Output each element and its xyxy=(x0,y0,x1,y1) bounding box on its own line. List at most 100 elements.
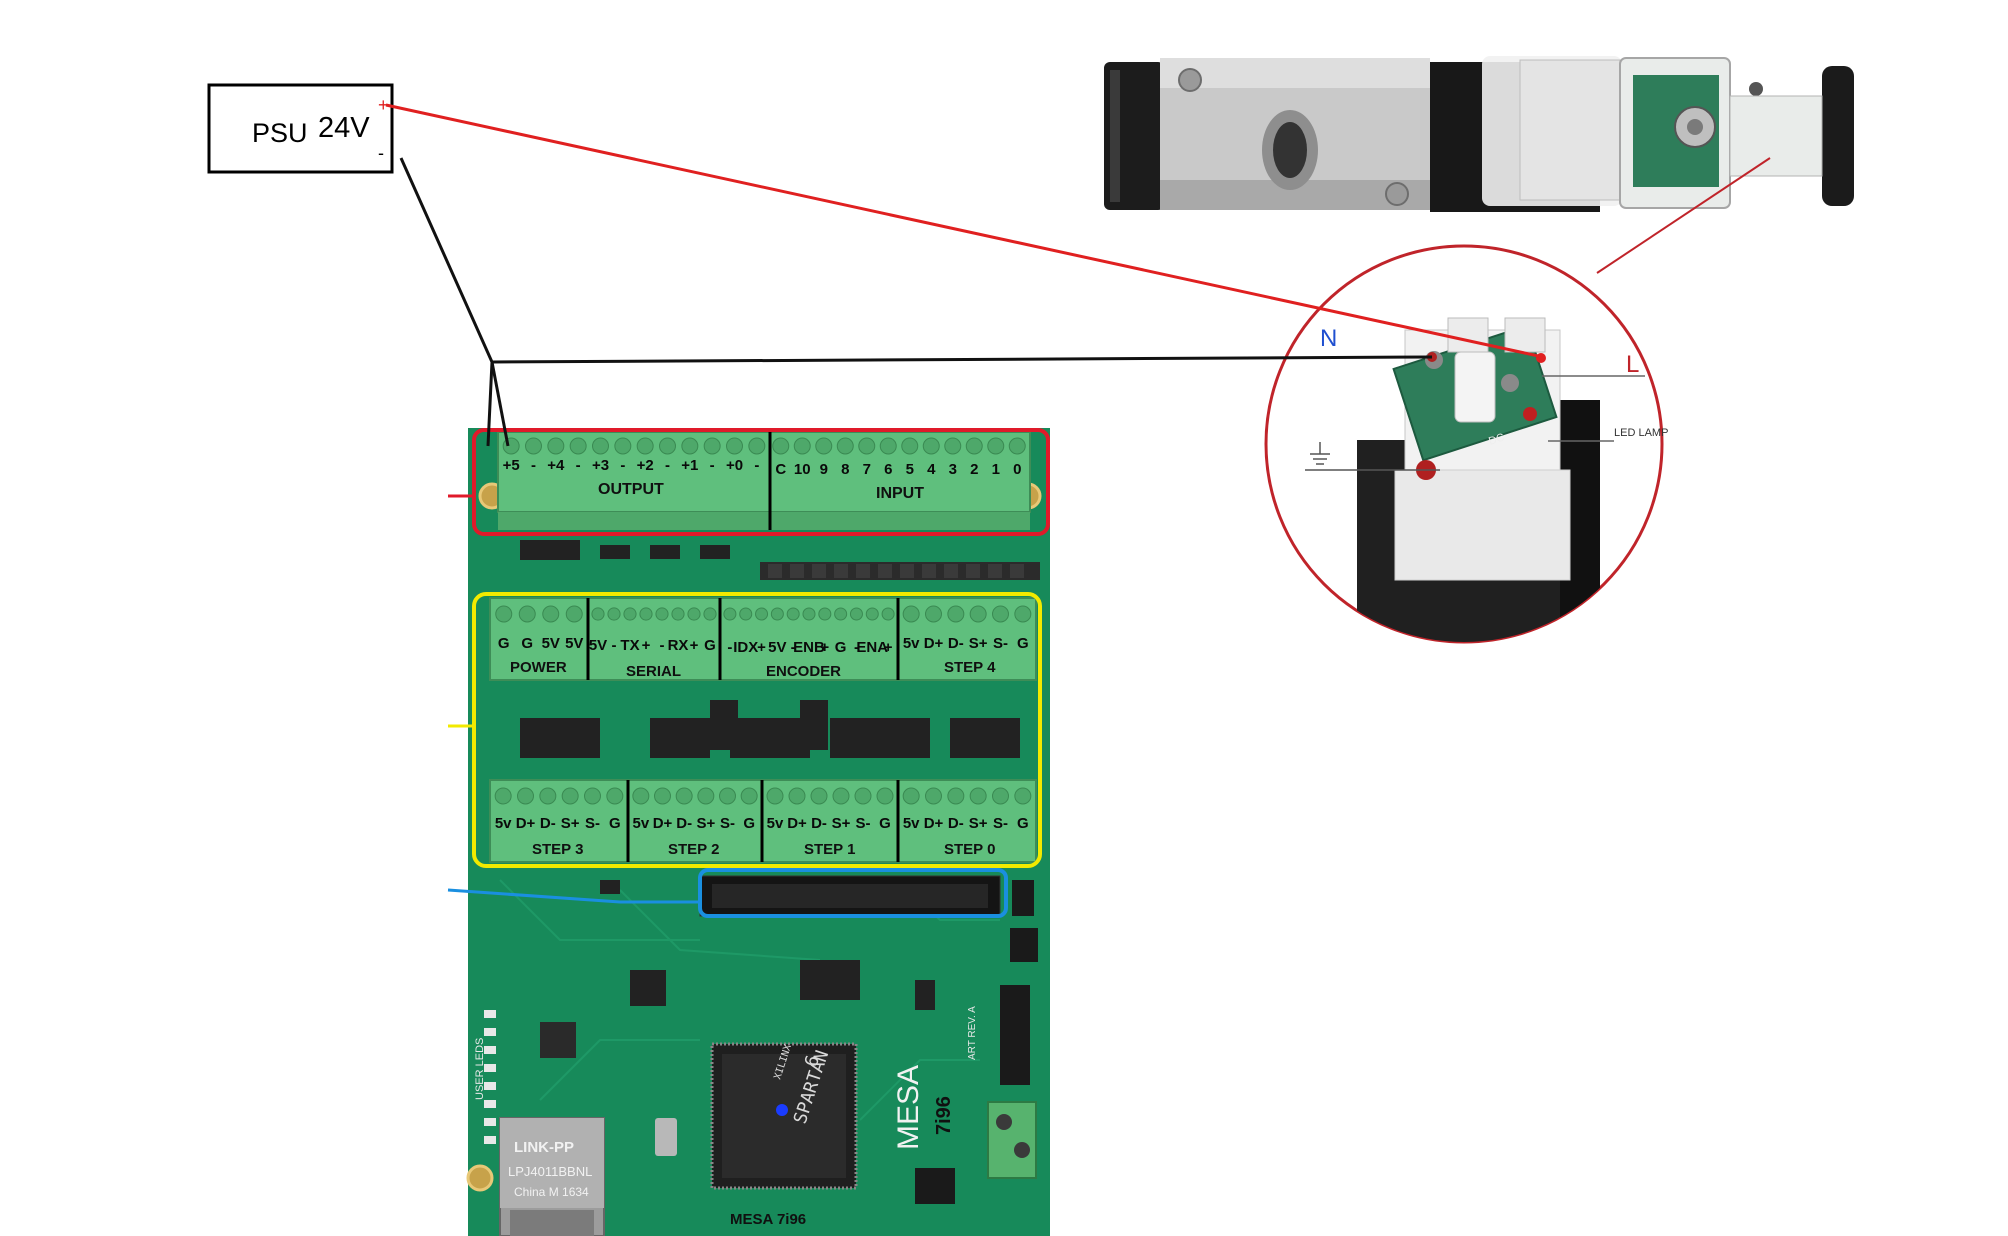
jumper-right-top[interactable] xyxy=(1010,928,1038,962)
input-pin-screw[interactable] xyxy=(858,437,876,455)
step3-header: STEP 3 xyxy=(532,841,583,858)
input-pin-screw[interactable] xyxy=(922,437,940,455)
label-neutral: N xyxy=(1320,325,1337,352)
step4-pin-screw[interactable] xyxy=(1014,605,1032,623)
power-pin-screw[interactable] xyxy=(565,605,583,623)
serial-pin-label: + xyxy=(642,637,651,654)
step1-pin-screw[interactable] xyxy=(876,787,894,805)
serial-pin-screw[interactable] xyxy=(687,607,701,621)
output-pin-screw[interactable] xyxy=(569,437,587,455)
step0-pin-screw[interactable] xyxy=(1014,787,1032,805)
step3-pin-screw[interactable] xyxy=(539,787,557,805)
step4-pin-screw[interactable] xyxy=(925,605,942,623)
power-pin-screw[interactable] xyxy=(495,605,513,623)
output-pin-screw[interactable] xyxy=(547,437,565,455)
input-pin-screw[interactable] xyxy=(836,437,854,455)
output-pin-screw[interactable] xyxy=(592,437,609,455)
output-pin-screw[interactable] xyxy=(525,437,542,455)
encoder-pin-screw[interactable] xyxy=(849,607,863,621)
step3-pin-screw[interactable] xyxy=(606,787,624,805)
serial-pin-screw[interactable] xyxy=(639,607,653,621)
output-pin-screw[interactable] xyxy=(748,437,766,455)
step3-pin-screw[interactable] xyxy=(494,787,512,805)
idc-header-connector[interactable] xyxy=(699,875,1001,917)
step1-pin-screw[interactable] xyxy=(810,787,828,805)
step1-pin-label: G xyxy=(879,815,891,832)
power-pin-screw[interactable] xyxy=(518,605,536,623)
power-pin-screw[interactable] xyxy=(542,605,560,623)
step0-pin-screw[interactable] xyxy=(992,787,1009,805)
step2-pin-screw[interactable] xyxy=(654,787,671,805)
step0-pin-screw[interactable] xyxy=(969,787,987,805)
input-pin-label: 0 xyxy=(1013,461,1021,478)
output-pin-screw[interactable] xyxy=(703,437,721,455)
input-pin-screw[interactable] xyxy=(987,437,1005,455)
encoder-pin-screw[interactable] xyxy=(818,607,832,621)
art-rev: ART REV. A xyxy=(967,1006,978,1060)
step4-pin-screw[interactable] xyxy=(969,605,987,623)
input-pin-screw[interactable] xyxy=(772,437,790,455)
step2-pin-screw[interactable] xyxy=(697,787,715,805)
psu-box: PSU 24V + - xyxy=(207,83,394,174)
encoder-pin-screw[interactable] xyxy=(802,607,816,621)
power-jack[interactable] xyxy=(987,1101,1037,1179)
step0-pin-screw[interactable] xyxy=(902,787,920,805)
output-pin-screw[interactable] xyxy=(681,437,699,455)
encoder-pin-screw[interactable] xyxy=(723,607,737,621)
encoder-pin-screw[interactable] xyxy=(770,607,784,621)
idc-marker-line xyxy=(447,888,700,904)
step3-pin-screw[interactable] xyxy=(584,787,601,805)
step2-pin-screw[interactable] xyxy=(675,787,693,805)
step1-pin-screw[interactable] xyxy=(766,787,784,805)
output-pin-label: +3 xyxy=(592,457,609,474)
serial-pin-label: TX xyxy=(620,637,639,654)
input-pin-screw[interactable] xyxy=(965,437,983,455)
step3-pin-screw[interactable] xyxy=(517,787,534,805)
step3-pin-screw[interactable] xyxy=(561,787,579,805)
step2-pin-screw[interactable] xyxy=(740,787,758,805)
step2-pin-screw[interactable] xyxy=(719,787,736,805)
jumper-bottom[interactable] xyxy=(915,1168,955,1204)
output-pin-screw[interactable] xyxy=(659,437,676,455)
output-pin-screw[interactable] xyxy=(726,437,743,455)
encoder-pin-screw[interactable] xyxy=(865,607,879,621)
step-terminals-highlight-box xyxy=(472,592,1042,868)
step0-pin-screw[interactable] xyxy=(947,787,965,805)
step2-pin-screw[interactable] xyxy=(632,787,650,805)
input-pin-screw[interactable] xyxy=(1008,437,1026,455)
input-pin-screw[interactable] xyxy=(901,437,919,455)
step3-pin-label: D+ xyxy=(516,815,536,832)
step1-pin-screw[interactable] xyxy=(832,787,850,805)
serial-pin-screw[interactable] xyxy=(591,607,605,621)
step4-pin-screw[interactable] xyxy=(947,605,965,623)
encoder-pin-screw[interactable] xyxy=(739,607,753,621)
user-leds xyxy=(484,1010,496,1144)
ethernet-jack[interactable] xyxy=(499,1117,605,1236)
step3-pin-label: G xyxy=(609,815,621,832)
serial-pin-screw[interactable] xyxy=(607,607,621,621)
step1-pin-screw[interactable] xyxy=(788,787,806,805)
output-pin-label: +2 xyxy=(637,457,654,474)
input-pin-screw[interactable] xyxy=(944,437,962,455)
input-pin-screw[interactable] xyxy=(879,437,897,455)
serial-pin-screw[interactable] xyxy=(671,607,685,621)
step4-pin-screw[interactable] xyxy=(902,605,920,623)
pin-header-right[interactable] xyxy=(1000,985,1030,1085)
encoder-pin-screw[interactable] xyxy=(786,607,800,621)
encoder-pin-screw[interactable] xyxy=(881,607,895,621)
step4-pin-screw[interactable] xyxy=(992,605,1009,623)
input-pin-screw[interactable] xyxy=(793,437,811,455)
step0-pin-screw[interactable] xyxy=(925,787,942,805)
encoder-pin-screw[interactable] xyxy=(755,607,769,621)
encoder-pin-screw[interactable] xyxy=(834,607,848,621)
serial-pin-screw[interactable] xyxy=(703,607,717,621)
step1-pin-screw[interactable] xyxy=(854,787,872,805)
input-pin-screw[interactable] xyxy=(815,437,833,455)
output-pin-screw[interactable] xyxy=(636,437,654,455)
serial-pin-screw[interactable] xyxy=(655,607,669,621)
serial-pin-screw[interactable] xyxy=(623,607,637,621)
output-pin-screw[interactable] xyxy=(614,437,632,455)
step1-header: STEP 1 xyxy=(804,841,855,858)
output-pin-label: - xyxy=(754,457,759,474)
